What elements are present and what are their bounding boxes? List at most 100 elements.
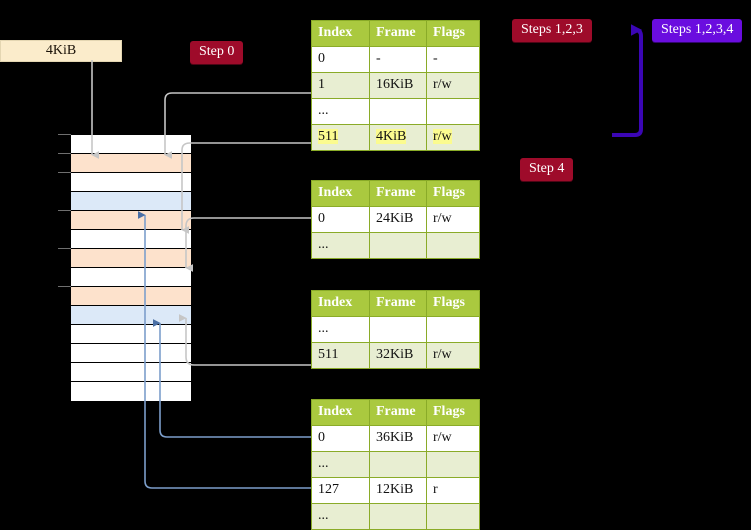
cell-index-text: 511 [318, 129, 339, 144]
pdp-table: Index Frame Flags 0 24KiB r/w ... [311, 180, 480, 259]
cell-flags [426, 98, 480, 125]
cell-flags [426, 232, 480, 259]
memory-row [71, 135, 191, 154]
cell-index: 511 [311, 124, 370, 151]
cell-frame: 16KiB [369, 72, 427, 99]
column-header-frame: Frame [369, 20, 427, 47]
size-box-4kib: 4KiB [0, 40, 122, 62]
table-row: 0 - - [311, 46, 480, 73]
column-header-index: Index [311, 180, 370, 207]
memory-row [71, 268, 191, 287]
cell-index: ... [311, 451, 370, 478]
cell-flags [426, 451, 480, 478]
column-header-flags: Flags [426, 180, 480, 207]
table-row: ... [311, 316, 480, 343]
memory-row [71, 306, 191, 325]
memory-row [71, 173, 191, 192]
column-header-index: Index [311, 399, 370, 426]
cell-frame: - [369, 46, 427, 73]
cell-index: 0 [311, 206, 370, 233]
cell-flags: r/w [426, 425, 480, 452]
cell-index: ... [311, 316, 370, 343]
memory-row [71, 211, 191, 230]
cell-flags [426, 316, 480, 343]
table-row: 0 24KiB r/w [311, 206, 480, 233]
memory-row [71, 344, 191, 363]
cell-index: 0 [311, 46, 370, 73]
badge-step-0: Step 0 [190, 41, 244, 64]
cell-frame [369, 98, 427, 125]
cell-flags: r/w [426, 342, 480, 369]
cell-flags: r/w [426, 206, 480, 233]
cell-frame-text: 4KiB [376, 129, 407, 144]
table-row: ... [311, 451, 480, 478]
column-header-flags: Flags [426, 20, 480, 47]
memory-row [71, 154, 191, 173]
cell-index: ... [311, 98, 370, 125]
cell-flags: r/w [426, 124, 480, 151]
memory-row [71, 325, 191, 344]
cell-index: ... [311, 503, 370, 530]
cell-frame: 36KiB [369, 425, 427, 452]
memory-row [71, 363, 191, 382]
cell-flags [426, 503, 480, 530]
memory-row [71, 230, 191, 249]
table-row: 1 16KiB r/w [311, 72, 480, 99]
memory-row-tick [58, 210, 71, 211]
memory-row-tick [58, 134, 71, 135]
table-row: 127 12KiB r [311, 477, 480, 504]
badge-steps-1-2-3: Steps 1,2,3 [512, 19, 592, 42]
cell-index: 127 [311, 477, 370, 504]
cell-flags-text: r/w [433, 129, 452, 144]
cell-frame [369, 503, 427, 530]
memory-row-tick [58, 286, 71, 287]
cell-frame [369, 451, 427, 478]
table-header-row: Index Frame Flags [311, 20, 480, 47]
memory-row [71, 249, 191, 268]
badge-steps-1-2-3-4: Steps 1,2,3,4 [652, 19, 743, 42]
column-header-flags: Flags [426, 290, 480, 317]
memory-row-tick [58, 153, 71, 154]
cell-frame: 32KiB [369, 342, 427, 369]
physical-memory-column [70, 134, 192, 402]
connector-pd-32kib [179, 314, 311, 366]
column-header-frame: Frame [369, 180, 427, 207]
connector-steps-bracket [612, 24, 643, 137]
connector-pdp-24kib [185, 217, 311, 272]
memory-row [71, 192, 191, 211]
cell-frame: 4KiB [369, 124, 427, 151]
table-row: ... [311, 503, 480, 530]
badge-step-4: Step 4 [520, 158, 574, 181]
table-header-row: Index Frame Flags [311, 399, 480, 426]
cell-index: 511 [311, 342, 370, 369]
cell-flags: r [426, 477, 480, 504]
cell-frame [369, 232, 427, 259]
cell-frame: 12KiB [369, 477, 427, 504]
column-header-frame: Frame [369, 290, 427, 317]
pt-table: Index Frame Flags 0 36KiB r/w ... 127 12… [311, 399, 480, 530]
cell-index: 1 [311, 72, 370, 99]
memory-row-tick [58, 248, 71, 249]
pd-table: Index Frame Flags ... 511 32KiB r/w [311, 290, 480, 369]
cell-index: ... [311, 232, 370, 259]
column-header-index: Index [311, 290, 370, 317]
table-row: 511 32KiB r/w [311, 342, 480, 369]
table-row: ... [311, 98, 480, 125]
table-row: ... [311, 232, 480, 259]
pml4-table: Index Frame Flags 0 - - 1 16KiB r/w ... [311, 20, 480, 151]
column-header-index: Index [311, 20, 370, 47]
memory-row-tick [58, 172, 71, 173]
cell-index: 0 [311, 425, 370, 452]
cell-frame [369, 316, 427, 343]
table-header-row: Index Frame Flags [311, 290, 480, 317]
connector-pml4-4kib [181, 142, 311, 234]
cell-frame: 24KiB [369, 206, 427, 233]
memory-row [71, 382, 191, 401]
column-header-flags: Flags [426, 399, 480, 426]
table-row-highlighted: 511 4KiB r/w [311, 124, 480, 151]
table-header-row: Index Frame Flags [311, 180, 480, 207]
table-row: 0 36KiB r/w [311, 425, 480, 452]
column-header-frame: Frame [369, 399, 427, 426]
memory-row [71, 287, 191, 306]
